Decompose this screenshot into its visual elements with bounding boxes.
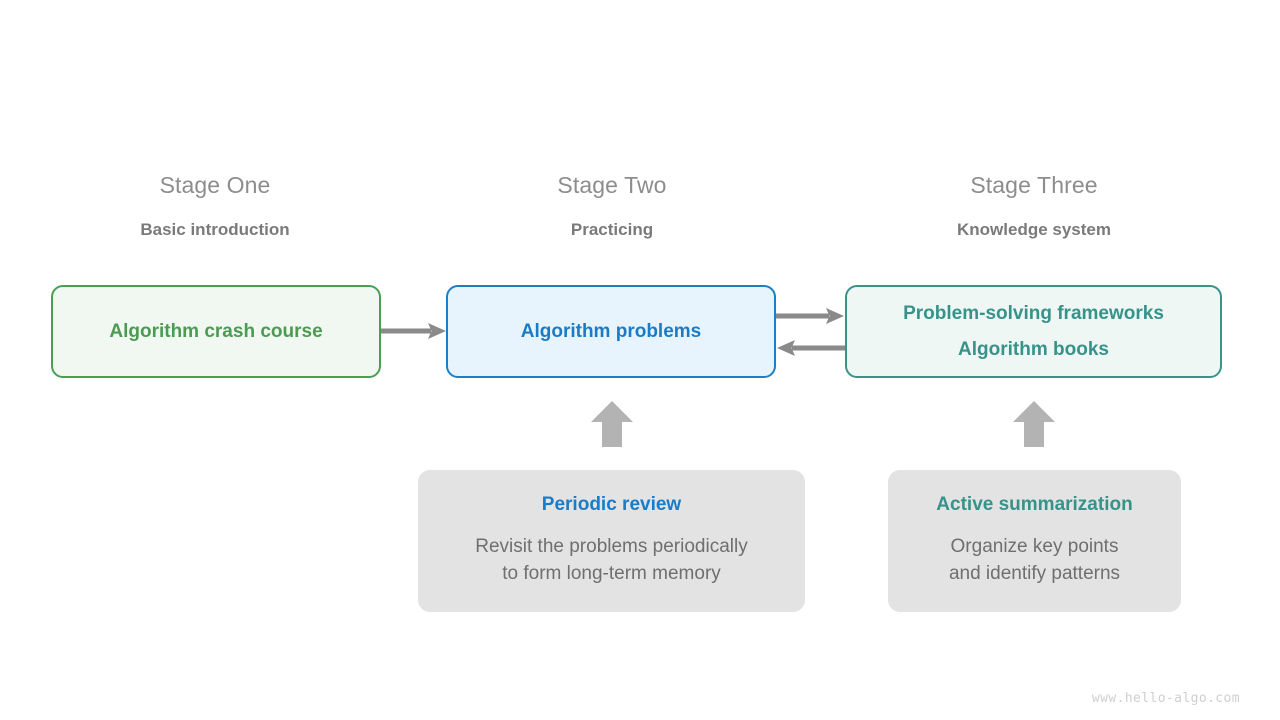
arrow-active-summarization-to-frameworks — [1013, 401, 1055, 447]
stage-two-title: Stage Two — [557, 172, 667, 198]
stage-header-three: Stage Three Knowledge system — [874, 172, 1194, 239]
note-periodic-review-body: Revisit the problems periodically to for… — [475, 536, 748, 584]
node-problem-solving-frameworks-label: Problem-solving frameworks — [903, 303, 1164, 324]
node-algorithm-problems-label: Algorithm problems — [520, 321, 702, 342]
arrow-frameworks-to-problems — [777, 340, 845, 356]
stage-header-two: Stage Two Practicing — [452, 172, 772, 239]
watermark: www.hello-algo.com — [1091, 691, 1240, 706]
node-algorithm-problems[interactable]: Algorithm problems — [446, 285, 776, 378]
stage-one-subtitle: Basic introduction — [140, 220, 290, 239]
note-active-summarization[interactable]: Active summarization Organize key points… — [888, 470, 1181, 612]
arrow-crash-course-to-problems — [381, 323, 446, 339]
arrow-periodic-review-to-problems — [591, 401, 633, 447]
node-algorithm-books-label: Algorithm books — [958, 339, 1109, 360]
stage-three-subtitle: Knowledge system — [957, 220, 1111, 239]
note-periodic-review[interactable]: Periodic review Revisit the problems per… — [418, 470, 805, 612]
stage-header-one: Stage One Basic introduction — [55, 172, 375, 239]
node-algorithm-crash-course[interactable]: Algorithm crash course — [51, 285, 381, 378]
arrow-problems-to-frameworks — [776, 308, 844, 324]
stage-three-title: Stage Three — [970, 172, 1098, 198]
node-algorithm-crash-course-label: Algorithm crash course — [109, 321, 323, 342]
stage-one-title: Stage One — [159, 172, 271, 198]
note-periodic-review-title: Periodic review — [541, 494, 682, 516]
note-active-summarization-title: Active summarization — [936, 494, 1133, 516]
stage-two-subtitle: Practicing — [570, 220, 654, 239]
note-active-summarization-body: Organize key points and identify pattern… — [948, 536, 1121, 584]
node-knowledge-system[interactable]: Problem-solving frameworks Algorithm boo… — [845, 285, 1222, 378]
